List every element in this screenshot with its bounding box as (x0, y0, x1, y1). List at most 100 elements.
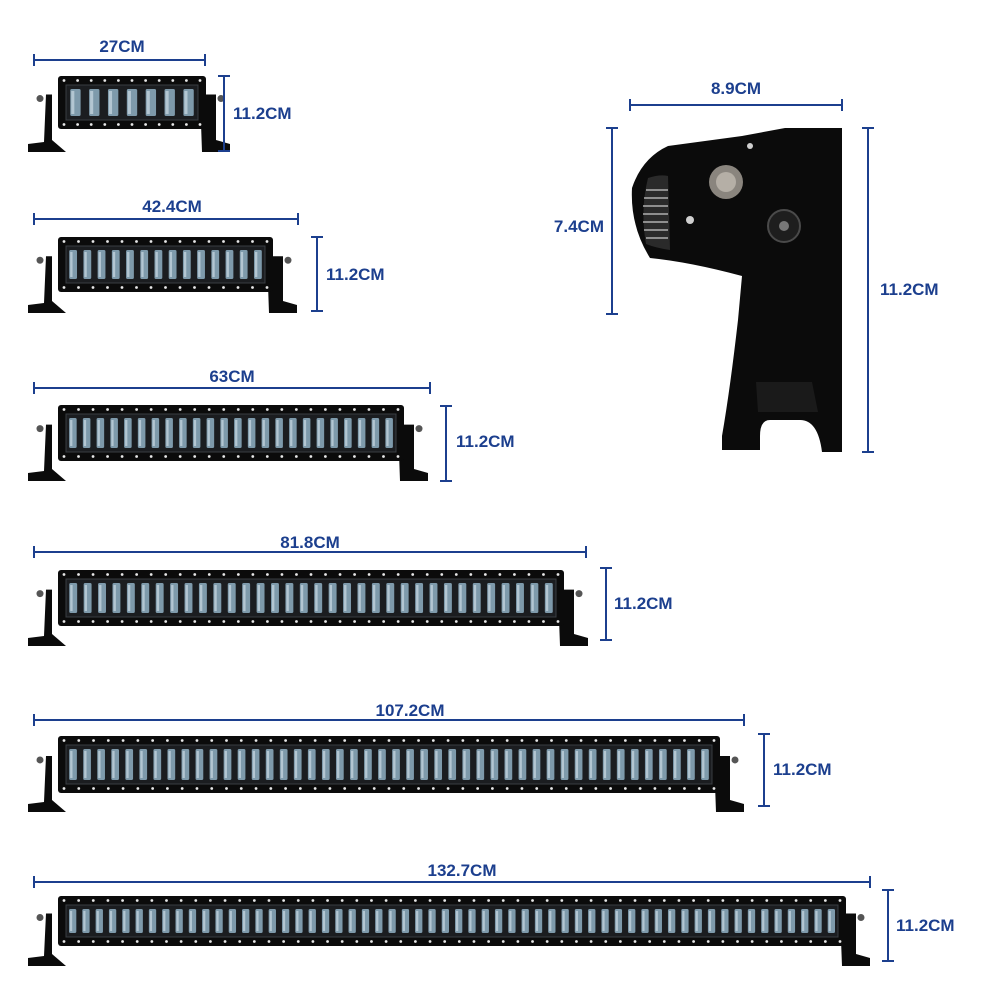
led-highlight (240, 252, 244, 277)
rim-screw (222, 573, 226, 576)
rim-screw (194, 899, 198, 902)
rim-screw (527, 620, 531, 623)
rim-screw (750, 899, 754, 902)
rim-screw (311, 940, 315, 943)
led-highlight (183, 252, 187, 277)
left-bracket-bolt (36, 95, 44, 103)
led-highlight (317, 420, 320, 446)
rim-screw (454, 573, 458, 576)
rim-screw (358, 787, 361, 790)
rim-screw (338, 455, 342, 458)
led-highlight (99, 585, 102, 611)
rim-screw (780, 899, 783, 902)
led-highlight (303, 420, 307, 446)
led-highlight (522, 911, 525, 931)
rim-screw (130, 79, 134, 82)
rim-screw (121, 787, 125, 790)
height-label: 11.2CM (614, 594, 673, 613)
rim-screw (677, 940, 681, 943)
led-highlight (127, 252, 130, 277)
rim-screw (668, 787, 672, 790)
led-highlight (615, 911, 618, 931)
led-highlight (629, 911, 632, 931)
rim-screw (531, 899, 534, 902)
mount-bolt-center (779, 221, 789, 231)
led-highlight (125, 420, 128, 446)
rim-screw (103, 123, 107, 126)
rim-screw (472, 899, 476, 902)
rim-screw (91, 286, 95, 289)
rim-screw (151, 739, 155, 742)
rim-screw (225, 739, 228, 742)
light-bar-housing (28, 237, 297, 313)
led-highlight (83, 911, 86, 931)
rim-screw (164, 240, 167, 243)
rim-screw (736, 899, 739, 902)
led-highlight (547, 751, 550, 778)
right-bracket-bolt (415, 425, 423, 433)
rim-screw (62, 787, 66, 790)
led-highlight (473, 585, 477, 611)
rim-screw (750, 940, 754, 943)
rim-screw (440, 573, 444, 576)
rim-screw (323, 455, 327, 458)
left-bracket-bolt (36, 425, 44, 433)
rim-screw (238, 940, 242, 943)
rim-screw (222, 408, 226, 411)
rim-screw (491, 787, 494, 790)
led-highlight (262, 420, 265, 446)
led-highlight (562, 911, 565, 931)
light-bar-132-7cm: 132.7CM 11.2CM (28, 861, 955, 966)
rim-screw (476, 787, 480, 790)
rim-screw (396, 455, 400, 458)
rim-screw (62, 286, 66, 289)
rim-screw (193, 573, 197, 576)
rim-screw (282, 899, 286, 902)
led-highlight (140, 751, 143, 778)
rim-screw (545, 940, 549, 943)
led-highlight (296, 911, 299, 931)
light-bar-housing (28, 570, 588, 646)
rim-screw (370, 940, 373, 943)
right-mount-bracket (200, 94, 230, 152)
rim-screw (135, 455, 139, 458)
led-highlight (98, 252, 101, 277)
rim-screw (623, 787, 627, 790)
led-highlight (589, 911, 592, 931)
rim-screw (564, 787, 568, 790)
rim-screw (149, 286, 153, 289)
led-highlight (477, 751, 480, 778)
rim-screw (62, 573, 66, 576)
left-mount-bracket (28, 256, 66, 313)
rim-screw (343, 787, 347, 790)
led-highlight (224, 751, 227, 778)
led-highlight (112, 751, 115, 778)
rim-screw (164, 455, 168, 458)
rim-screw (194, 940, 198, 943)
led-highlight (272, 585, 275, 611)
led-highlight (655, 911, 658, 931)
rim-screw (491, 739, 494, 742)
rim-screw (683, 739, 686, 742)
rim-screw (295, 620, 298, 623)
led-highlight (488, 585, 491, 611)
rim-screw (254, 787, 258, 790)
led-highlight (463, 751, 466, 778)
led-highlight (802, 911, 805, 931)
rim-screw (505, 787, 509, 790)
led-highlight (84, 252, 87, 277)
rim-screw (121, 940, 124, 943)
led-highlight (282, 911, 286, 931)
rim-screw (198, 123, 202, 126)
side-lens-fins (643, 175, 670, 250)
rim-screw (425, 620, 429, 623)
rim-screw (265, 240, 269, 243)
rim-screw (443, 899, 447, 902)
rim-screw (355, 940, 359, 943)
light-bar-housing (28, 736, 744, 812)
led-highlight (575, 911, 578, 931)
rim-screw (428, 899, 432, 902)
screw (686, 216, 694, 224)
rim-screw (765, 899, 769, 902)
led-highlight (168, 751, 171, 778)
